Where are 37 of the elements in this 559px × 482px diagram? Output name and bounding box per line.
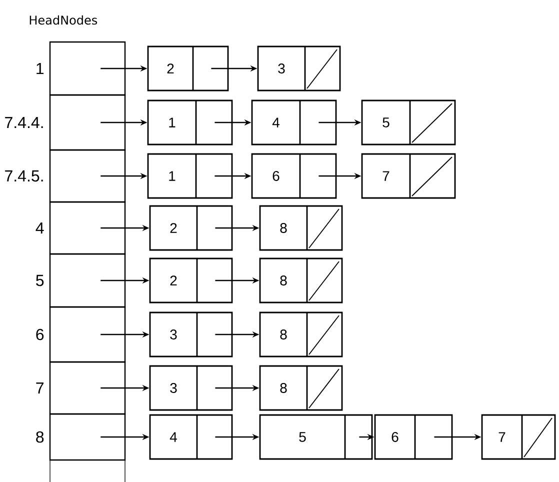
row-label: 4 [36,222,44,234]
head-cell [49,413,126,461]
list-node: 2 [147,46,229,92]
title: HeadNodes [30,15,98,25]
list-node: 8 [259,258,343,304]
list-node: 2 [149,258,233,304]
list-node: 3 [149,312,233,358]
list-node: 2 [149,205,233,251]
list-node: 7 [481,414,556,460]
head-cell [49,306,126,363]
row-label: 7.4.5. [5,170,43,182]
head-cell [49,253,126,308]
list-node: 8 [259,365,343,411]
row-label: 8 [36,431,44,443]
row-label: 7.4.4. [5,117,43,128]
row-label: 5 [36,274,44,286]
head-cell [49,41,126,96]
list-node: 6 [251,153,337,199]
list-node: 8 [259,205,343,251]
row-label: 6 [36,328,44,340]
list-node: 5 [259,414,373,460]
head-cell [49,361,126,415]
list-node: 4 [251,100,337,146]
head-cell [49,201,126,255]
list-node: 4 [149,414,233,460]
list-node: 3 [257,46,341,92]
row-label: 1 [36,63,44,74]
list-node: 5 [361,100,456,146]
list-node: 3 [149,365,233,411]
head-cell [49,94,126,151]
list-node: 8 [259,312,343,358]
list-node: 1 [147,100,233,146]
row-label: 7 [36,382,44,394]
list-node: 1 [147,153,233,199]
list-node: 7 [361,153,456,199]
list-node: 6 [374,414,453,460]
head-cell [49,149,126,203]
